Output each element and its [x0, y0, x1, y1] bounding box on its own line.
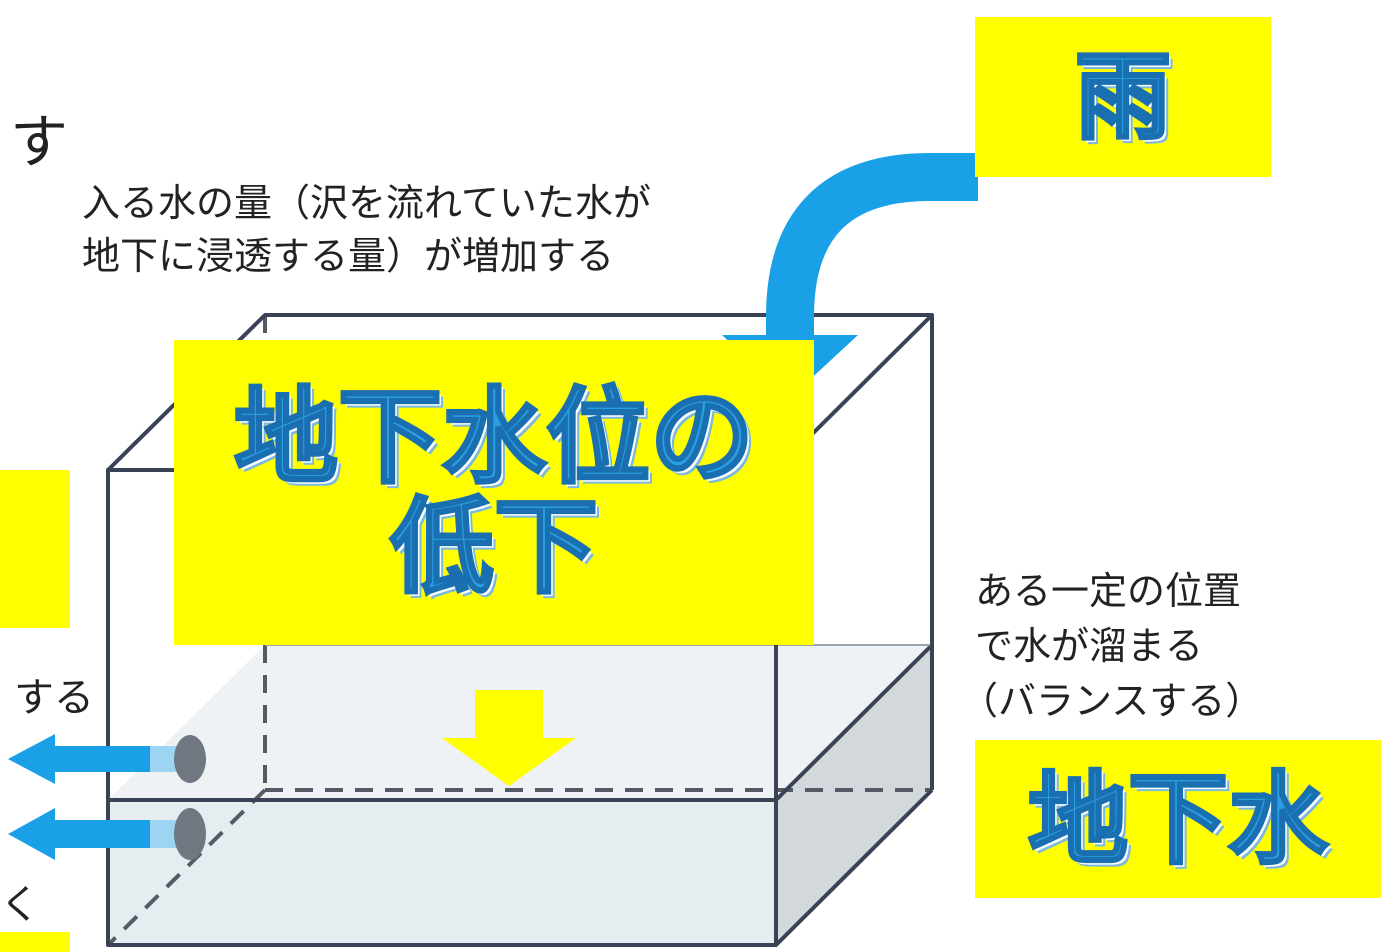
- left-cut-label-box: ）: [0, 470, 70, 628]
- cut-text-bottom: く: [0, 882, 40, 928]
- groundwater-label: 地下水: [1027, 760, 1330, 878]
- water-level-drop-line2: 低下: [388, 485, 599, 608]
- outflow-arrow-lower: [8, 808, 206, 860]
- groundwater-label-box: 地下水: [975, 740, 1381, 898]
- rain-flow-arrow: [766, 153, 978, 340]
- cut-text-mid: する: [14, 675, 94, 721]
- water-level-down-arrow: [442, 690, 576, 786]
- water-level-drop-box: 地下水位の 低下: [174, 340, 814, 645]
- left-bottom-cut-box: [0, 932, 70, 952]
- balance-note-line1: ある一定の位置: [975, 569, 1242, 613]
- water-side-face: [776, 645, 932, 945]
- outflow-arrow-upper: [8, 734, 206, 784]
- balance-note-line3: （バランスする）: [960, 679, 1264, 723]
- water-front-face: [108, 800, 776, 945]
- left-cut-label: ）: [0, 497, 58, 601]
- box-hidden-edges: [106, 315, 932, 947]
- inflow-note-line1: 入る水の量（沢を流れていた水が: [82, 181, 651, 225]
- cut-text-top: す: [10, 108, 69, 176]
- inflow-note-line2: 地下に浸透する量）が増加する: [82, 234, 615, 278]
- rain-label-box: 雨: [975, 17, 1271, 177]
- balance-note-line2: で水が溜まる: [975, 624, 1204, 668]
- water-level-drop-line1: 地下水位の: [232, 376, 755, 499]
- rain-label: 雨: [1074, 40, 1173, 153]
